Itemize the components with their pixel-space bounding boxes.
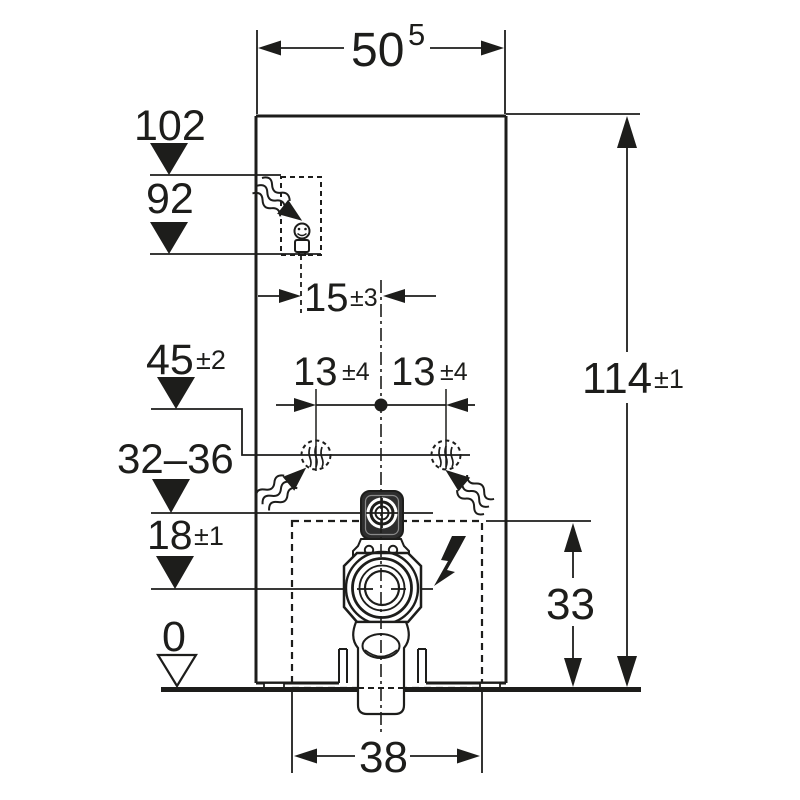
arrowhead-down-icon (617, 656, 637, 687)
floor-bar (161, 687, 357, 692)
wavy-flow-arrow-icon (445, 469, 495, 516)
panel-bottom-recess (338, 648, 427, 683)
dim-top-width-sup: 5 (408, 17, 425, 52)
dashed-circle-water-connection-icon (430, 439, 462, 471)
service-zone (290, 519, 484, 690)
water-glyph-left (308, 445, 324, 468)
dim-top-width: 50 (351, 24, 404, 77)
arrowhead-down-icon (564, 658, 582, 687)
arrowhead-right-icon (481, 40, 504, 56)
leader-line-45-stepped (151, 408, 470, 456)
arrowhead-right-icon (294, 398, 316, 412)
zero-level-marker-triangle (156, 653, 198, 689)
level-marker-triangle (150, 143, 188, 175)
dim-13-right-tol: ±4 (440, 358, 468, 386)
label-32-36: 32–36 (117, 435, 234, 482)
floor-line (161, 687, 641, 692)
flush-bend-ring (351, 557, 413, 619)
panel-outline (254, 114, 508, 689)
dim-15-tol: ±3 (350, 284, 378, 312)
dashed-service-box (290, 519, 484, 690)
service-height-dimension: 33 (486, 520, 595, 687)
drain-assembly (342, 490, 423, 716)
label-92: 92 (146, 175, 194, 223)
level-marker-triangle (156, 556, 194, 589)
flush-plate-slot (297, 232, 307, 237)
floor-bar (404, 687, 641, 692)
dim-13-left-tol: ±4 (342, 358, 370, 386)
water-supply-dimension: 13 ±4 13 ±4 (276, 350, 475, 471)
flush-plate-dot (304, 227, 307, 231)
arrowhead-right-icon (279, 289, 301, 303)
dim-38: 38 (359, 733, 408, 782)
label-0: 0 (162, 613, 186, 661)
flush-plate-body (294, 239, 310, 253)
total-height-dimension: 114 ±1 (506, 113, 684, 687)
flush-bend-housing (342, 551, 423, 624)
wavy-flow-arrow-icon (252, 176, 303, 221)
dim-114: 114 (582, 354, 652, 403)
flush-flow-arrow (252, 176, 303, 221)
offset-15-dimension: 15 ±3 (258, 276, 436, 320)
label-45: 45 (146, 336, 194, 384)
arrowhead-up-icon (564, 523, 582, 552)
arrowhead-left-icon (258, 40, 281, 56)
arrowhead-left-icon (294, 748, 317, 764)
dim-13-right: 13 (391, 350, 436, 394)
arrowhead-left-icon (383, 289, 405, 303)
arrowhead-up-icon (617, 116, 637, 148)
label-18-tol: ±1 (194, 521, 224, 551)
water-flow-arrow-right (445, 469, 495, 516)
dim-13-left: 13 (293, 350, 338, 394)
lightning-bolt-icon (434, 536, 466, 586)
arrowhead-left-icon (446, 398, 468, 412)
wavy-flow-arrow-icon (254, 467, 307, 511)
flush-actuation-zone (280, 176, 322, 313)
flush-plate-dot (297, 227, 301, 231)
valve-housing-inner-edge (364, 494, 400, 536)
label-102: 102 (134, 102, 206, 150)
outlet-mouth-lip (364, 649, 398, 658)
level-marker-triangle (152, 479, 190, 513)
flush-bend-ring (358, 564, 406, 612)
label-18: 18 (147, 512, 193, 558)
dashed-circle-water-connection-icon (300, 439, 332, 471)
level-marker-triangle (157, 377, 195, 409)
arrowhead-right-icon (457, 748, 480, 764)
level-marker-triangle (150, 222, 188, 254)
flush-plate-icon (293, 222, 311, 256)
label-45-tol: ±2 (196, 345, 226, 375)
dim-15: 15 (304, 276, 349, 320)
dim-33: 33 (546, 580, 595, 629)
water-flow-arrow-left (254, 467, 307, 511)
water-glyph-right (438, 445, 454, 468)
flush-bend-ring (363, 569, 401, 607)
dim-114-tol: ±1 (654, 364, 684, 394)
bottom-width-dimension: 38 (291, 692, 483, 782)
top-width-dimension: 50 5 (256, 17, 506, 114)
